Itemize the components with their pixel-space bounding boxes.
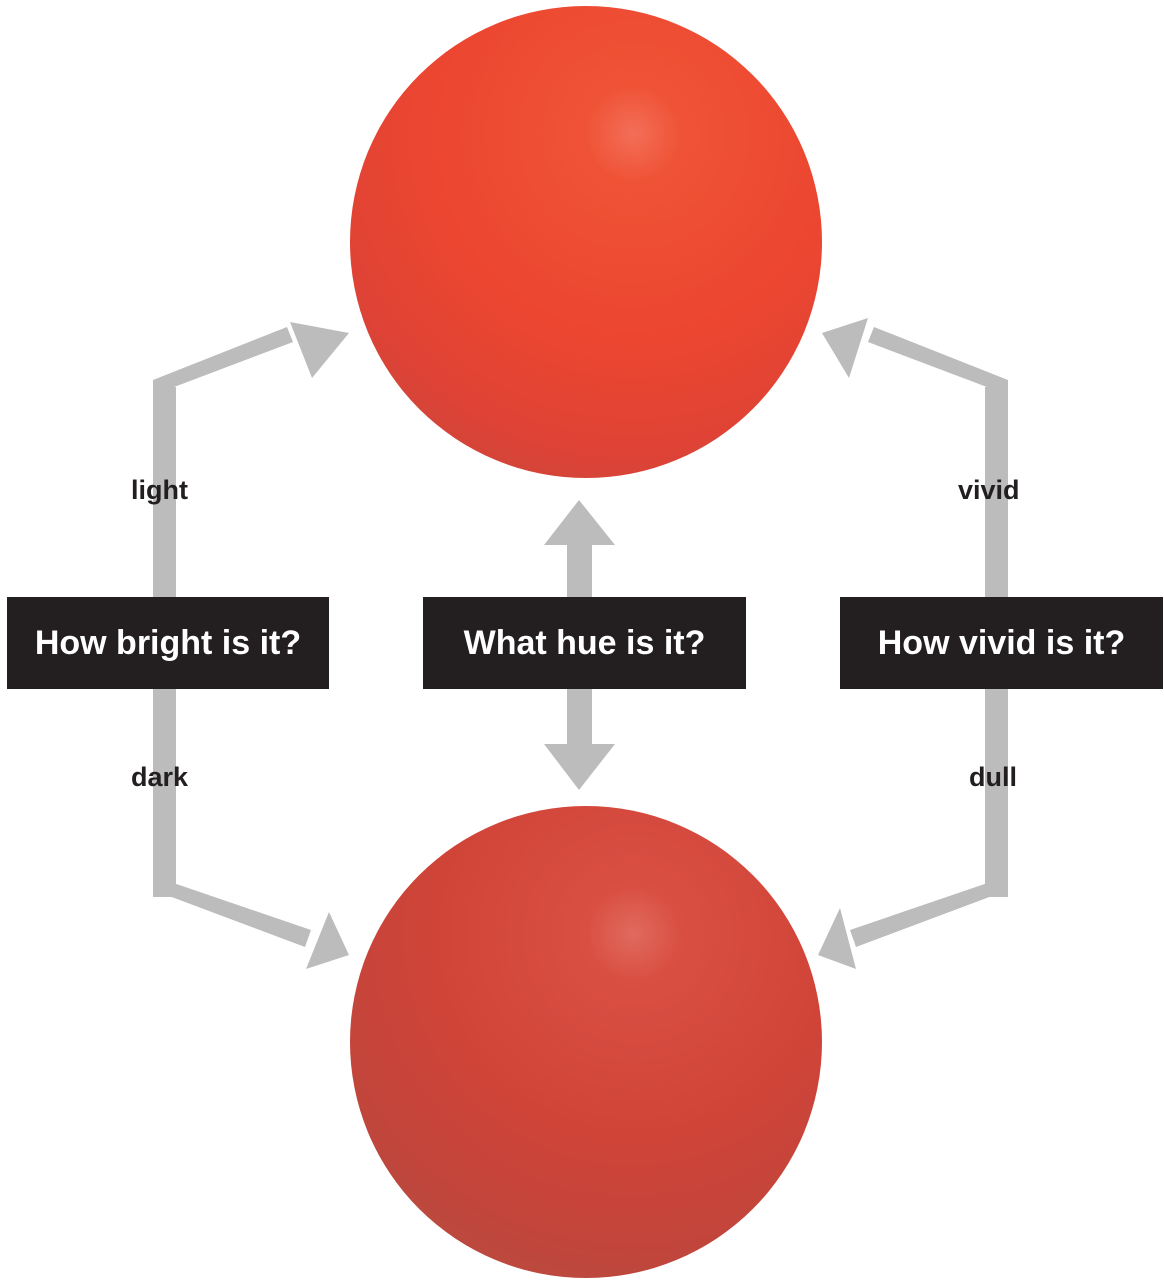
brightness-question-box: How bright is it? [7, 597, 329, 689]
dull-label: dull [969, 762, 1017, 793]
vividness-question: How vivid is it? [878, 624, 1125, 663]
brightness-question: How bright is it? [35, 624, 301, 663]
light-label: light [131, 475, 188, 506]
hue-question: What hue is it? [464, 624, 706, 663]
dark-label: dark [131, 762, 188, 793]
vivid-label: vivid [958, 475, 1020, 506]
hue-question-box: What hue is it? [423, 597, 746, 689]
top-sphere [350, 6, 822, 478]
vividness-question-box: How vivid is it? [840, 597, 1163, 689]
bottom-sphere [350, 806, 822, 1278]
